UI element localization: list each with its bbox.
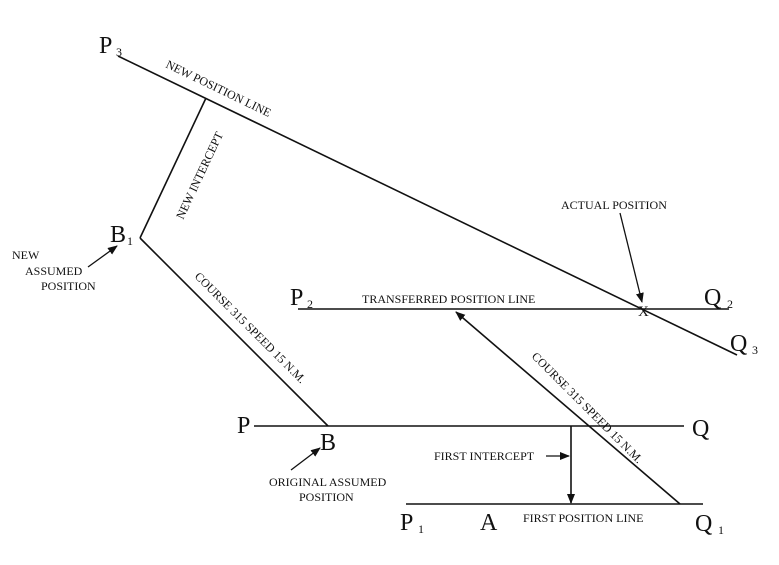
svg-text:Q: Q xyxy=(730,331,747,357)
course-line-upper xyxy=(139,237,329,427)
svg-text:2: 2 xyxy=(727,297,733,311)
svg-text:1: 1 xyxy=(127,234,133,248)
point-b: B xyxy=(320,430,336,456)
svg-text:Q: Q xyxy=(704,285,721,311)
point-q3: Q 3 xyxy=(730,331,758,357)
svg-text:1: 1 xyxy=(718,523,724,537)
svg-text:2: 2 xyxy=(307,297,313,311)
new-assumed-pointer xyxy=(87,245,118,268)
actual-position-pointer xyxy=(619,212,644,303)
svg-text:P: P xyxy=(290,285,303,311)
svg-text:B: B xyxy=(110,222,126,248)
original-assumed-pointer xyxy=(290,447,321,471)
svg-text:ORIGINAL ASSUMED: ORIGINAL ASSUMED xyxy=(269,475,387,489)
point-x: X xyxy=(638,304,649,320)
svg-text:POSITION: POSITION xyxy=(299,490,354,504)
svg-text:3: 3 xyxy=(116,45,122,59)
point-p: P xyxy=(237,413,250,439)
svg-text:Q: Q xyxy=(695,511,712,537)
svg-text:ASSUMED: ASSUMED xyxy=(25,264,83,278)
point-p1: P 1 xyxy=(400,510,424,536)
point-q1: Q 1 xyxy=(695,511,724,537)
transferred-position-line-label: TRANSFERRED POSITION LINE xyxy=(362,292,535,306)
actual-position-label: ACTUAL POSITION xyxy=(561,198,667,212)
point-a: A xyxy=(480,510,498,536)
original-assumed-position-label: ORIGINAL ASSUMED POSITION xyxy=(269,475,387,504)
new-intercept-label: NEW INTERCEPT xyxy=(173,129,226,221)
point-p3: P 3 xyxy=(99,33,122,59)
new-intercept-line xyxy=(139,97,207,239)
course-line-lower xyxy=(455,311,681,505)
first-intercept-label: FIRST INTERCEPT xyxy=(434,449,535,463)
svg-text:3: 3 xyxy=(752,343,758,357)
point-p2: P 2 xyxy=(290,285,313,311)
point-b1: B 1 xyxy=(110,222,133,248)
first-position-line-label: FIRST POSITION LINE xyxy=(523,511,643,525)
svg-text:POSITION: POSITION xyxy=(41,279,96,293)
new-position-line xyxy=(117,55,738,356)
svg-text:P: P xyxy=(400,510,413,536)
point-q: Q xyxy=(692,416,709,442)
svg-text:NEW: NEW xyxy=(12,248,40,262)
new-assumed-position-label: NEW ASSUMED POSITION xyxy=(12,248,96,293)
new-position-line-label: NEW POSITION LINE xyxy=(164,57,274,120)
svg-text:1: 1 xyxy=(418,522,424,536)
svg-text:P: P xyxy=(99,33,112,59)
point-q2: Q 2 xyxy=(704,285,733,311)
course-lower-label: COURSE 315 SPEED 15 N.M. xyxy=(529,349,646,466)
